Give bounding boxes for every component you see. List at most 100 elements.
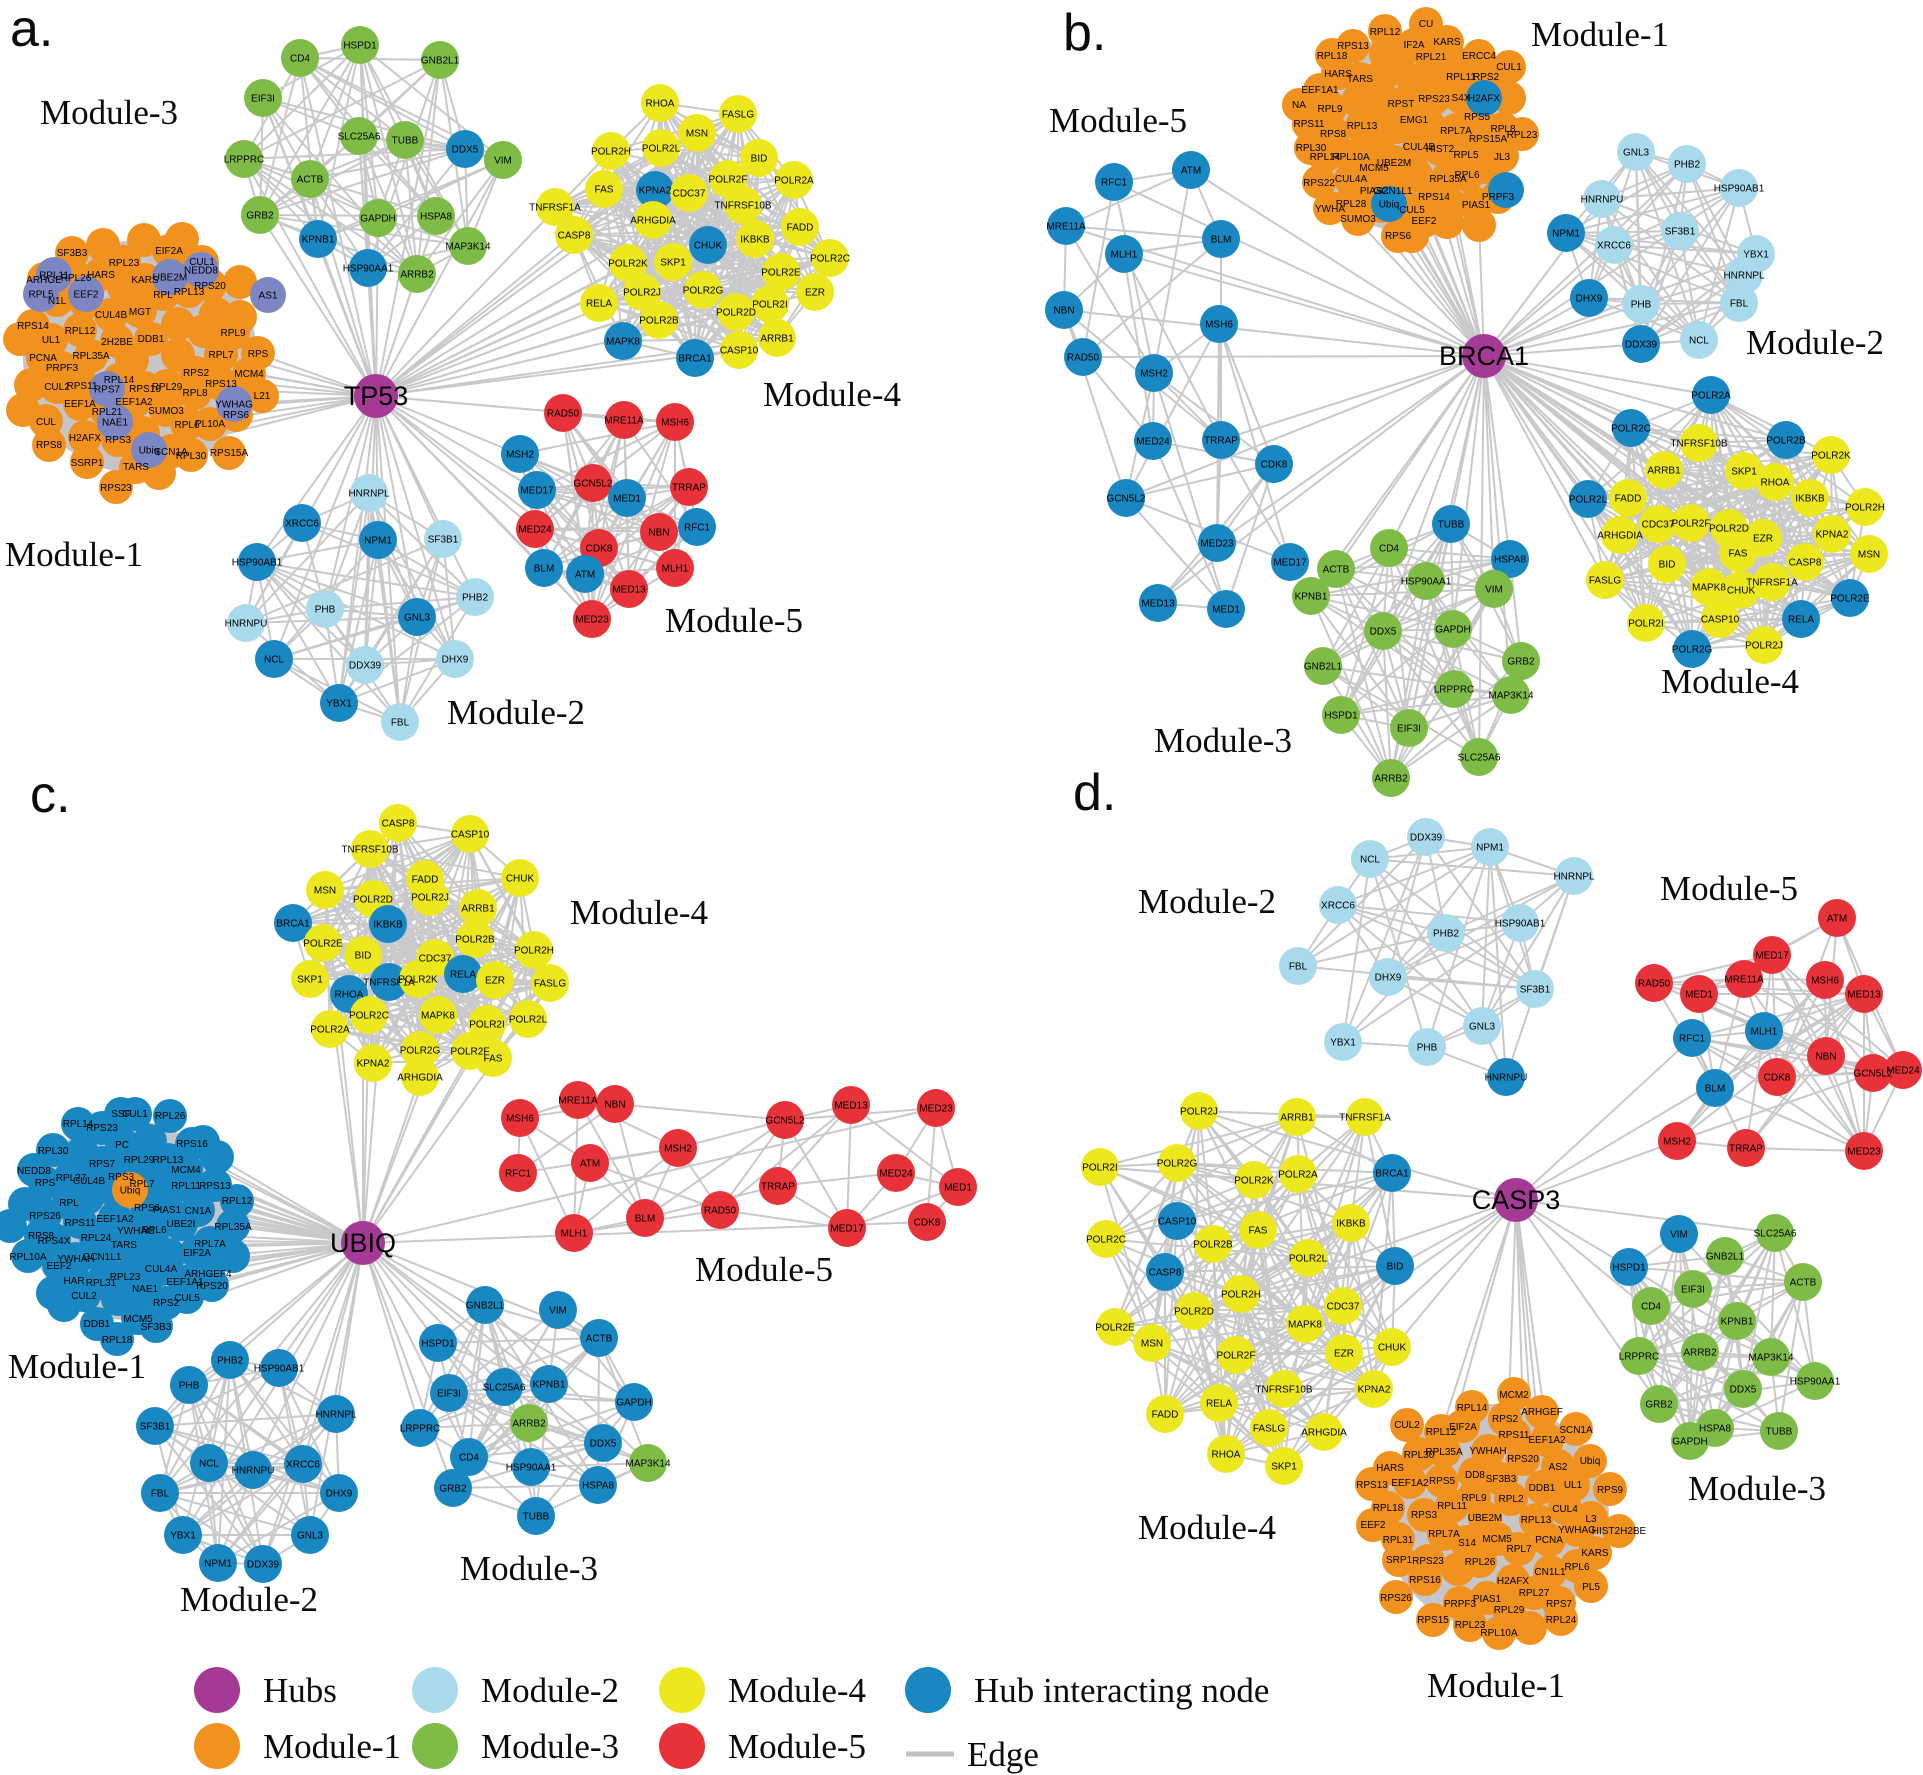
svg-text:RPS15: RPS15 [1417, 1615, 1449, 1626]
svg-text:MED17: MED17 [830, 1224, 864, 1235]
svg-text:XRCC6: XRCC6 [285, 519, 319, 530]
svg-text:RPL23: RPL23 [110, 1272, 141, 1283]
svg-text:GNB2L1: GNB2L1 [421, 56, 460, 67]
svg-text:b.: b. [1063, 4, 1106, 62]
svg-text:CUL1: CUL1 [1496, 62, 1522, 73]
svg-text:RHOA: RHOA [1761, 478, 1790, 489]
svg-text:RPS11: RPS11 [65, 1218, 96, 1229]
svg-text:KPNA2: KPNA2 [1358, 1385, 1391, 1396]
svg-text:EIF2A: EIF2A [155, 246, 183, 257]
svg-text:POLR2F: POLR2F [451, 1047, 490, 1058]
svg-text:POLR2L: POLR2L [509, 1015, 548, 1026]
svg-text:GNL3: GNL3 [297, 1531, 324, 1542]
svg-text:RPST: RPST [1388, 99, 1415, 110]
svg-text:FASLG: FASLG [1253, 1424, 1285, 1435]
svg-text:LRPPRC: LRPPRC [224, 155, 265, 166]
svg-text:RPS6: RPS6 [134, 1203, 161, 1214]
svg-text:CD4: CD4 [290, 54, 310, 65]
svg-text:VIM: VIM [549, 1306, 567, 1317]
svg-text:RPL21: RPL21 [92, 407, 123, 418]
svg-text:MED24: MED24 [879, 1169, 913, 1180]
svg-text:GAPDH: GAPDH [1672, 1437, 1708, 1448]
svg-text:MLH1: MLH1 [561, 1229, 588, 1240]
svg-text:Module-1: Module-1 [1427, 1666, 1565, 1705]
svg-text:HNRNPL: HNRNPL [348, 489, 390, 500]
svg-text:PHB: PHB [1631, 300, 1652, 311]
svg-text:FBL: FBL [391, 718, 410, 729]
svg-text:TNFRSF10B: TNFRSF10B [1255, 1385, 1313, 1396]
svg-text:BLM: BLM [1705, 1084, 1726, 1095]
svg-text:TARS: TARS [123, 462, 149, 473]
svg-text:CN1L1: CN1L1 [1534, 1567, 1566, 1578]
svg-text:S14: S14 [1458, 1538, 1476, 1549]
svg-text:NCL: NCL [1360, 855, 1380, 866]
svg-text:HNRNPL: HNRNPL [315, 1410, 357, 1421]
svg-text:MCM5: MCM5 [1359, 163, 1389, 174]
svg-text:BRCA1: BRCA1 [1439, 341, 1529, 371]
svg-text:MED17: MED17 [1755, 951, 1789, 962]
svg-text:EIF3I: EIF3I [1397, 724, 1421, 735]
svg-text:POLR2J: POLR2J [411, 893, 449, 904]
svg-text:GNL3: GNL3 [404, 613, 431, 624]
svg-text:ARRB1: ARRB1 [1647, 466, 1681, 477]
svg-text:DDX39: DDX39 [1410, 833, 1443, 844]
svg-text:ARHGDIA: ARHGDIA [630, 216, 676, 227]
svg-text:RPL29: RPL29 [152, 382, 183, 393]
svg-text:ACTB: ACTB [297, 175, 324, 186]
svg-text:L3: L3 [1585, 1514, 1597, 1525]
svg-text:GAPDH: GAPDH [1435, 625, 1471, 636]
svg-text:POLR2E: POLR2E [1095, 1323, 1135, 1334]
svg-text:RPL35A: RPL35A [72, 351, 110, 362]
svg-text:GCN5L2: GCN5L2 [1107, 494, 1146, 505]
svg-text:EEF1A2: EEF1A2 [1391, 1478, 1429, 1489]
svg-text:CDC37: CDC37 [1642, 520, 1675, 531]
svg-text:PHB2: PHB2 [217, 1356, 244, 1367]
svg-text:PCNA: PCNA [1535, 1535, 1563, 1546]
svg-text:IKBKB: IKBKB [1795, 494, 1825, 505]
svg-text:PL10A: PL10A [195, 419, 225, 430]
svg-text:RPL9: RPL9 [1461, 1493, 1486, 1504]
svg-text:Module-4: Module-4 [1661, 662, 1799, 701]
svg-text:IF2A: IF2A [1403, 40, 1424, 51]
svg-text:EIF2A: EIF2A [183, 1248, 211, 1259]
svg-text:FBL: FBL [1289, 962, 1308, 973]
svg-text:HSPA8: HSPA8 [1494, 555, 1526, 566]
svg-text:TNFRSF10B: TNFRSF10B [1670, 439, 1728, 450]
svg-text:RFC1: RFC1 [1101, 178, 1128, 189]
svg-text:GCN5L2: GCN5L2 [574, 479, 613, 490]
svg-text:GAPDH: GAPDH [616, 1398, 652, 1409]
svg-text:RPL6: RPL6 [1454, 170, 1479, 181]
svg-text:RPL27: RPL27 [56, 1173, 87, 1184]
svg-text:CDC37: CDC37 [419, 954, 452, 965]
svg-text:SLC25A6: SLC25A6 [1754, 1229, 1797, 1240]
svg-text:MCM4: MCM4 [234, 369, 264, 380]
svg-text:MSH6: MSH6 [1811, 976, 1839, 987]
svg-text:PRPF3: PRPF3 [46, 363, 79, 374]
svg-text:RPL12: RPL12 [1370, 27, 1401, 38]
svg-text:MED13: MED13 [834, 1101, 868, 1112]
svg-text:MAP3K14: MAP3K14 [625, 1459, 670, 1470]
svg-text:MLH1: MLH1 [1751, 1027, 1778, 1038]
svg-text:Module-2: Module-2 [180, 1580, 318, 1619]
svg-text:KPNA2: KPNA2 [357, 1059, 390, 1070]
svg-text:VIM: VIM [494, 156, 512, 167]
svg-text:RPL: RPL [59, 1198, 79, 1209]
svg-text:BRCA1: BRCA1 [1375, 1169, 1409, 1180]
svg-text:EEF2: EEF2 [1360, 1520, 1385, 1531]
svg-text:TP53: TP53 [344, 381, 409, 411]
svg-text:POLR2I: POLR2I [469, 1020, 505, 1031]
svg-text:CASP10: CASP10 [1158, 1217, 1197, 1228]
svg-text:ATM: ATM [1181, 166, 1201, 177]
svg-text:H2AFX: H2AFX [1497, 1576, 1530, 1587]
svg-text:RPL23: RPL23 [109, 258, 140, 269]
svg-text:MED23: MED23 [919, 1104, 953, 1115]
svg-text:POLR2A: POLR2A [1691, 391, 1731, 402]
svg-text:RELA: RELA [1206, 1399, 1232, 1410]
svg-text:Module-4: Module-4 [763, 375, 901, 414]
svg-text:EEF2: EEF2 [73, 290, 98, 301]
svg-text:RPS11: RPS11 [1499, 1430, 1530, 1441]
svg-text:LRPPRC: LRPPRC [400, 1424, 441, 1435]
svg-text:POLR2K: POLR2K [1811, 451, 1851, 462]
svg-text:HARS: HARS [1376, 1463, 1404, 1474]
svg-text:SSF: SSF [111, 1109, 130, 1120]
